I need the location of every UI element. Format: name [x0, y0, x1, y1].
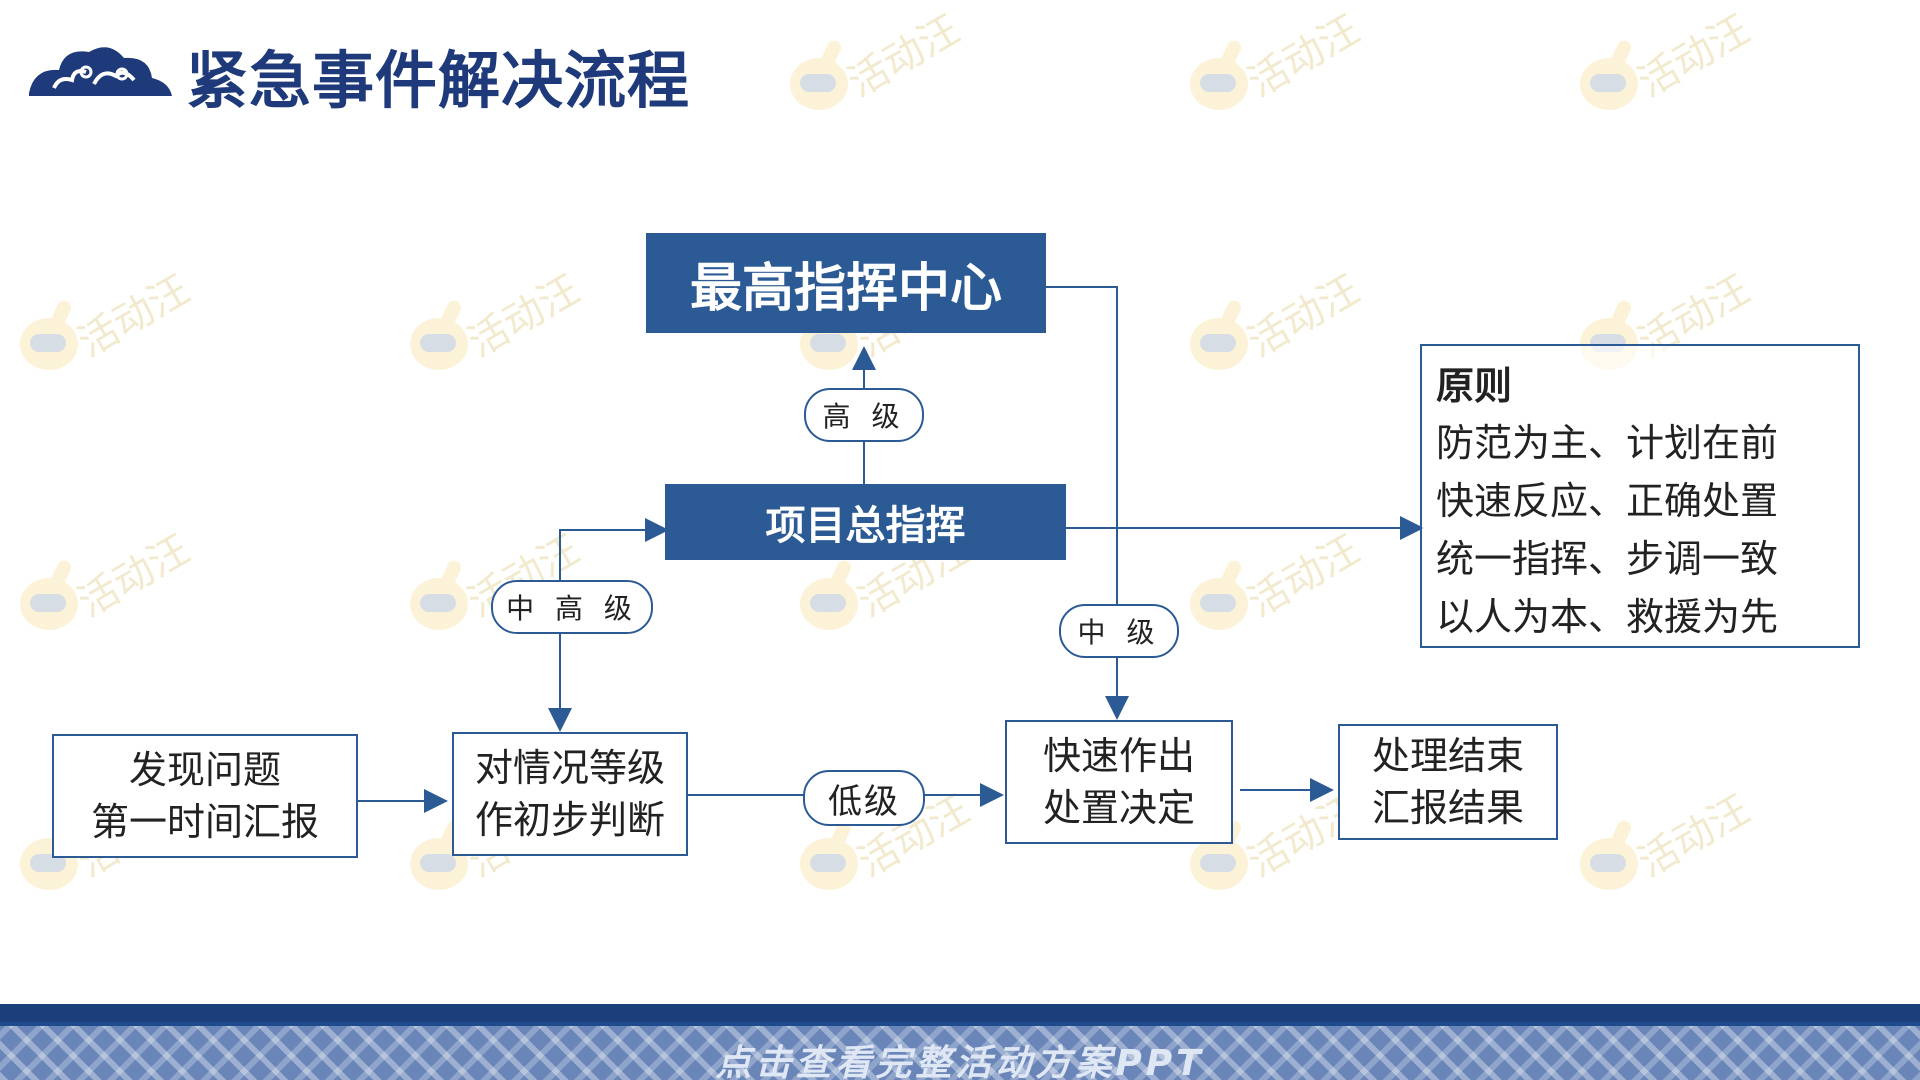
footer-link-text[interactable]: 点击查看完整活动方案PPT: [715, 1043, 1205, 1080]
node-finish[interactable]: 处理结束 汇报结果: [1338, 724, 1558, 840]
label-mid-high: 中 高 级: [491, 580, 653, 634]
node-finish-label: 处理结束 汇报结果: [1371, 734, 1524, 830]
principles-line: 以人为本、救援为先: [1436, 595, 1779, 639]
node-discover[interactable]: 发现问题 第一时间汇报: [52, 734, 358, 858]
node-command-center[interactable]: 最高指挥中心: [646, 233, 1046, 333]
label-mid: 中 级: [1059, 604, 1179, 658]
principles-heading: 原则: [1436, 364, 1513, 408]
node-decide-label: 快速作出 处置决定: [1042, 734, 1195, 830]
footer-pattern-band: [0, 1026, 1920, 1080]
principles-line: 快速反应、正确处置: [1436, 479, 1779, 523]
label-high: 高 级: [804, 388, 924, 442]
label-low: 低级: [803, 770, 925, 826]
principles-panel: 原则 防范为主、计划在前 快速反应、正确处置 统一指挥、步调一致 以人为本、救援…: [1420, 344, 1860, 648]
arrow-center-decide: [1046, 286, 1129, 720]
node-project-commander[interactable]: 项目总指挥: [665, 484, 1066, 560]
node-judge[interactable]: 对情况等级 作初步判断: [452, 732, 688, 856]
cloud-logo-icon: [29, 47, 172, 96]
footer-banner[interactable]: 点击查看完整活动方案PPT: [0, 1004, 1920, 1080]
node-decide[interactable]: 快速作出 处置决定: [1005, 720, 1233, 844]
page-title: 紧急事件解决流程: [186, 44, 691, 117]
principles-line: 防范为主、计划在前: [1436, 421, 1779, 465]
footer-pattern: [0, 1026, 1920, 1080]
node-judge-label: 对情况等级 作初步判断: [474, 746, 665, 842]
node-discover-label: 发现问题 第一时间汇报: [90, 748, 319, 844]
principles-line: 统一指挥、步调一致: [1436, 537, 1779, 581]
footer-top-band: [0, 1004, 1920, 1022]
